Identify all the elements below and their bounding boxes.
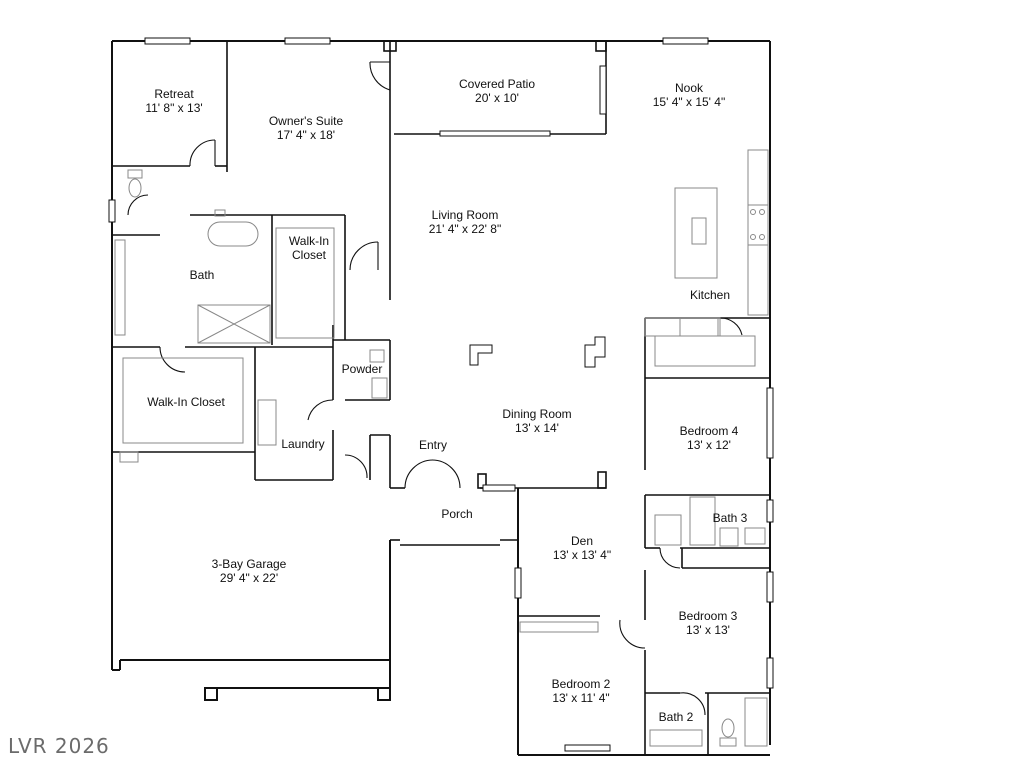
room-name: Bedroom 2: [551, 677, 611, 691]
room-label-den: Den 13' x 13' 4": [553, 534, 611, 562]
room-size: 21' 4" x 22' 8": [428, 222, 502, 236]
room-name-line1: Walk-In: [288, 234, 330, 248]
windows: [108, 37, 774, 752]
room-label-entry: Entry: [419, 438, 447, 452]
room-name: Bath: [189, 268, 215, 282]
room-label-retreat: Retreat 11' 8" x 13': [145, 87, 202, 115]
room-label-walk-in-closet-upper: Walk-In Closet: [289, 234, 329, 262]
room-label-kitchen: Kitchen: [690, 288, 730, 302]
room-label-bedroom3: Bedroom 3 13' x 13': [679, 609, 738, 637]
door-swings: [127, 61, 743, 716]
room-name: Kitchen: [689, 288, 731, 302]
room-size: 11' 8" x 13': [145, 101, 203, 115]
room-name: Nook: [674, 81, 704, 95]
room-label-laundry: Laundry: [281, 437, 324, 451]
fixtures: [114, 149, 769, 747]
room-label-porch: Porch: [441, 507, 472, 521]
room-size: 29' 4" x 22': [219, 571, 279, 585]
room-label-powder: Powder: [342, 362, 383, 376]
room-name: Retreat: [154, 87, 194, 101]
room-label-living-room: Living Room 21' 4" x 22' 8": [429, 208, 501, 236]
room-size: 13' x 11' 4": [552, 691, 610, 705]
room-name-line2: Closet: [291, 248, 327, 262]
room-name: Powder: [341, 362, 383, 376]
room-size: 13' x 13': [686, 623, 730, 637]
room-label-walk-in-closet-lower: Walk-In Closet: [147, 395, 225, 409]
room-label-bath2: Bath 2: [659, 710, 694, 724]
room-label-dining-room: Dining Room 13' x 14': [502, 407, 571, 435]
room-name: 3-Bay Garage: [211, 557, 287, 571]
room-name: Covered Patio: [458, 77, 536, 91]
room-label-covered-patio: Covered Patio 20' x 10': [459, 77, 535, 105]
room-name: Porch: [441, 507, 473, 521]
room-size: 15' 4" x 15' 4": [652, 95, 726, 109]
room-name: Living Room: [431, 208, 499, 222]
room-name: Dining Room: [502, 407, 572, 421]
room-name: Entry: [418, 438, 448, 452]
room-name: Bath 2: [658, 710, 694, 724]
room-size: 17' 4" x 18': [276, 128, 336, 142]
room-name: Bath 3: [712, 511, 748, 525]
room-label-bath: Bath: [190, 268, 215, 282]
room-label-nook: Nook 15' 4" x 15' 4": [653, 81, 725, 109]
room-label-owners-suite: Owner's Suite 17' 4" x 18': [269, 114, 343, 142]
room-size: 13' x 13' 4": [552, 548, 612, 562]
room-name: Bedroom 4: [679, 424, 739, 438]
room-size: 13' x 12': [687, 438, 731, 452]
interior-walls: [112, 40, 770, 755]
room-label-garage: 3-Bay Garage 29' 4" x 22': [212, 557, 287, 585]
watermark-text: LVR 2026: [8, 734, 110, 758]
room-name: Laundry: [281, 437, 325, 451]
room-label-bath3: Bath 3: [713, 511, 748, 525]
room-size: 20' x 10': [475, 91, 519, 105]
room-name: Den: [570, 534, 593, 548]
room-label-bedroom4: Bedroom 4 13' x 12': [680, 424, 739, 452]
room-name: Walk-In Closet: [147, 395, 225, 409]
room-name: Bedroom 3: [678, 609, 738, 623]
room-name: Owner's Suite: [268, 114, 344, 128]
room-label-bedroom2: Bedroom 2 13' x 11' 4": [552, 677, 611, 705]
room-size: 13' x 14': [515, 421, 559, 435]
